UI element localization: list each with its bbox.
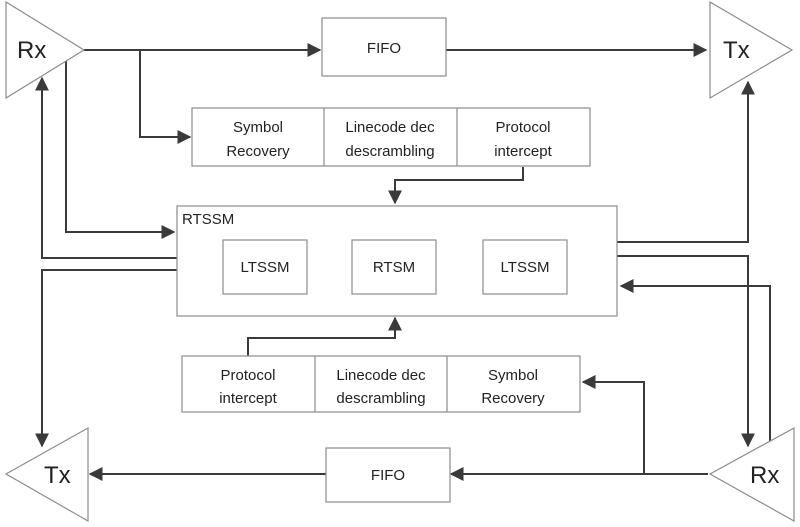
tx-top-label: Tx — [723, 37, 750, 64]
rtssm-title: RTSSM — [182, 211, 234, 228]
wire-rtssm-to-rx-top — [35, 76, 177, 259]
wire-rtssm-to-tx-top — [617, 80, 755, 243]
fifo-bottom-label: FIFO — [371, 467, 405, 484]
rx-top-triangle — [5, 0, 86, 100]
ltssm-right-box — [482, 239, 568, 295]
bottom-symbol-recovery-line2: Recovery — [481, 390, 545, 407]
bottom-protocol-line2: intercept — [219, 390, 277, 407]
wire-rx-to-symbol-recovery-top — [139, 50, 192, 144]
rx-top-label: Rx — [17, 37, 46, 64]
bottom-protocol-line1: Protocol — [220, 367, 275, 384]
fifo-top-box — [321, 17, 447, 77]
ltssm-left-label: LTSSM — [241, 259, 290, 276]
tx-bottom-triangle — [4, 426, 89, 523]
wire-rtssm-to-tx-bottom — [35, 269, 177, 448]
wire-protocol-bottom-to-rtssm — [247, 316, 402, 356]
wire-rx-to-rtssm — [65, 58, 176, 239]
tx-bottom-label: Tx — [44, 462, 71, 489]
bottom-linecode-line1: Linecode dec — [336, 367, 426, 384]
top-symbol-recovery-line2: Recovery — [226, 143, 290, 160]
rtsm-label: RTSM — [373, 259, 415, 276]
ltssm-left-box — [222, 239, 308, 295]
top-protocol-line1: Protocol — [495, 119, 550, 136]
wire-rtssm-to-rx-bottom — [617, 255, 755, 448]
ltssm-right-label: LTSSM — [501, 259, 550, 276]
bottom-linecode-line2: descrambling — [336, 390, 425, 407]
top-protocol-line2: intercept — [494, 143, 552, 160]
rtsm-box — [351, 239, 437, 295]
tx-top-triangle — [709, 0, 794, 100]
bottom-chain-box — [181, 355, 581, 413]
rx-bottom-triangle — [708, 426, 795, 523]
top-linecode-line1: Linecode dec — [345, 119, 435, 136]
wire-protocol-top-to-rtssm — [388, 167, 524, 205]
fifo-bottom-box — [325, 447, 451, 503]
top-symbol-recovery-line1: Symbol — [233, 119, 283, 136]
top-linecode-line2: descrambling — [345, 143, 434, 160]
wire-rx-to-symbol-recovery-bottom — [581, 375, 645, 474]
top-chain-box — [191, 107, 591, 167]
rx-bottom-label: Rx — [750, 462, 779, 489]
fifo-top-label: FIFO — [367, 40, 401, 57]
wire-rx-bottom-to-rtssm — [619, 279, 771, 458]
bottom-symbol-recovery-line1: Symbol — [488, 367, 538, 384]
